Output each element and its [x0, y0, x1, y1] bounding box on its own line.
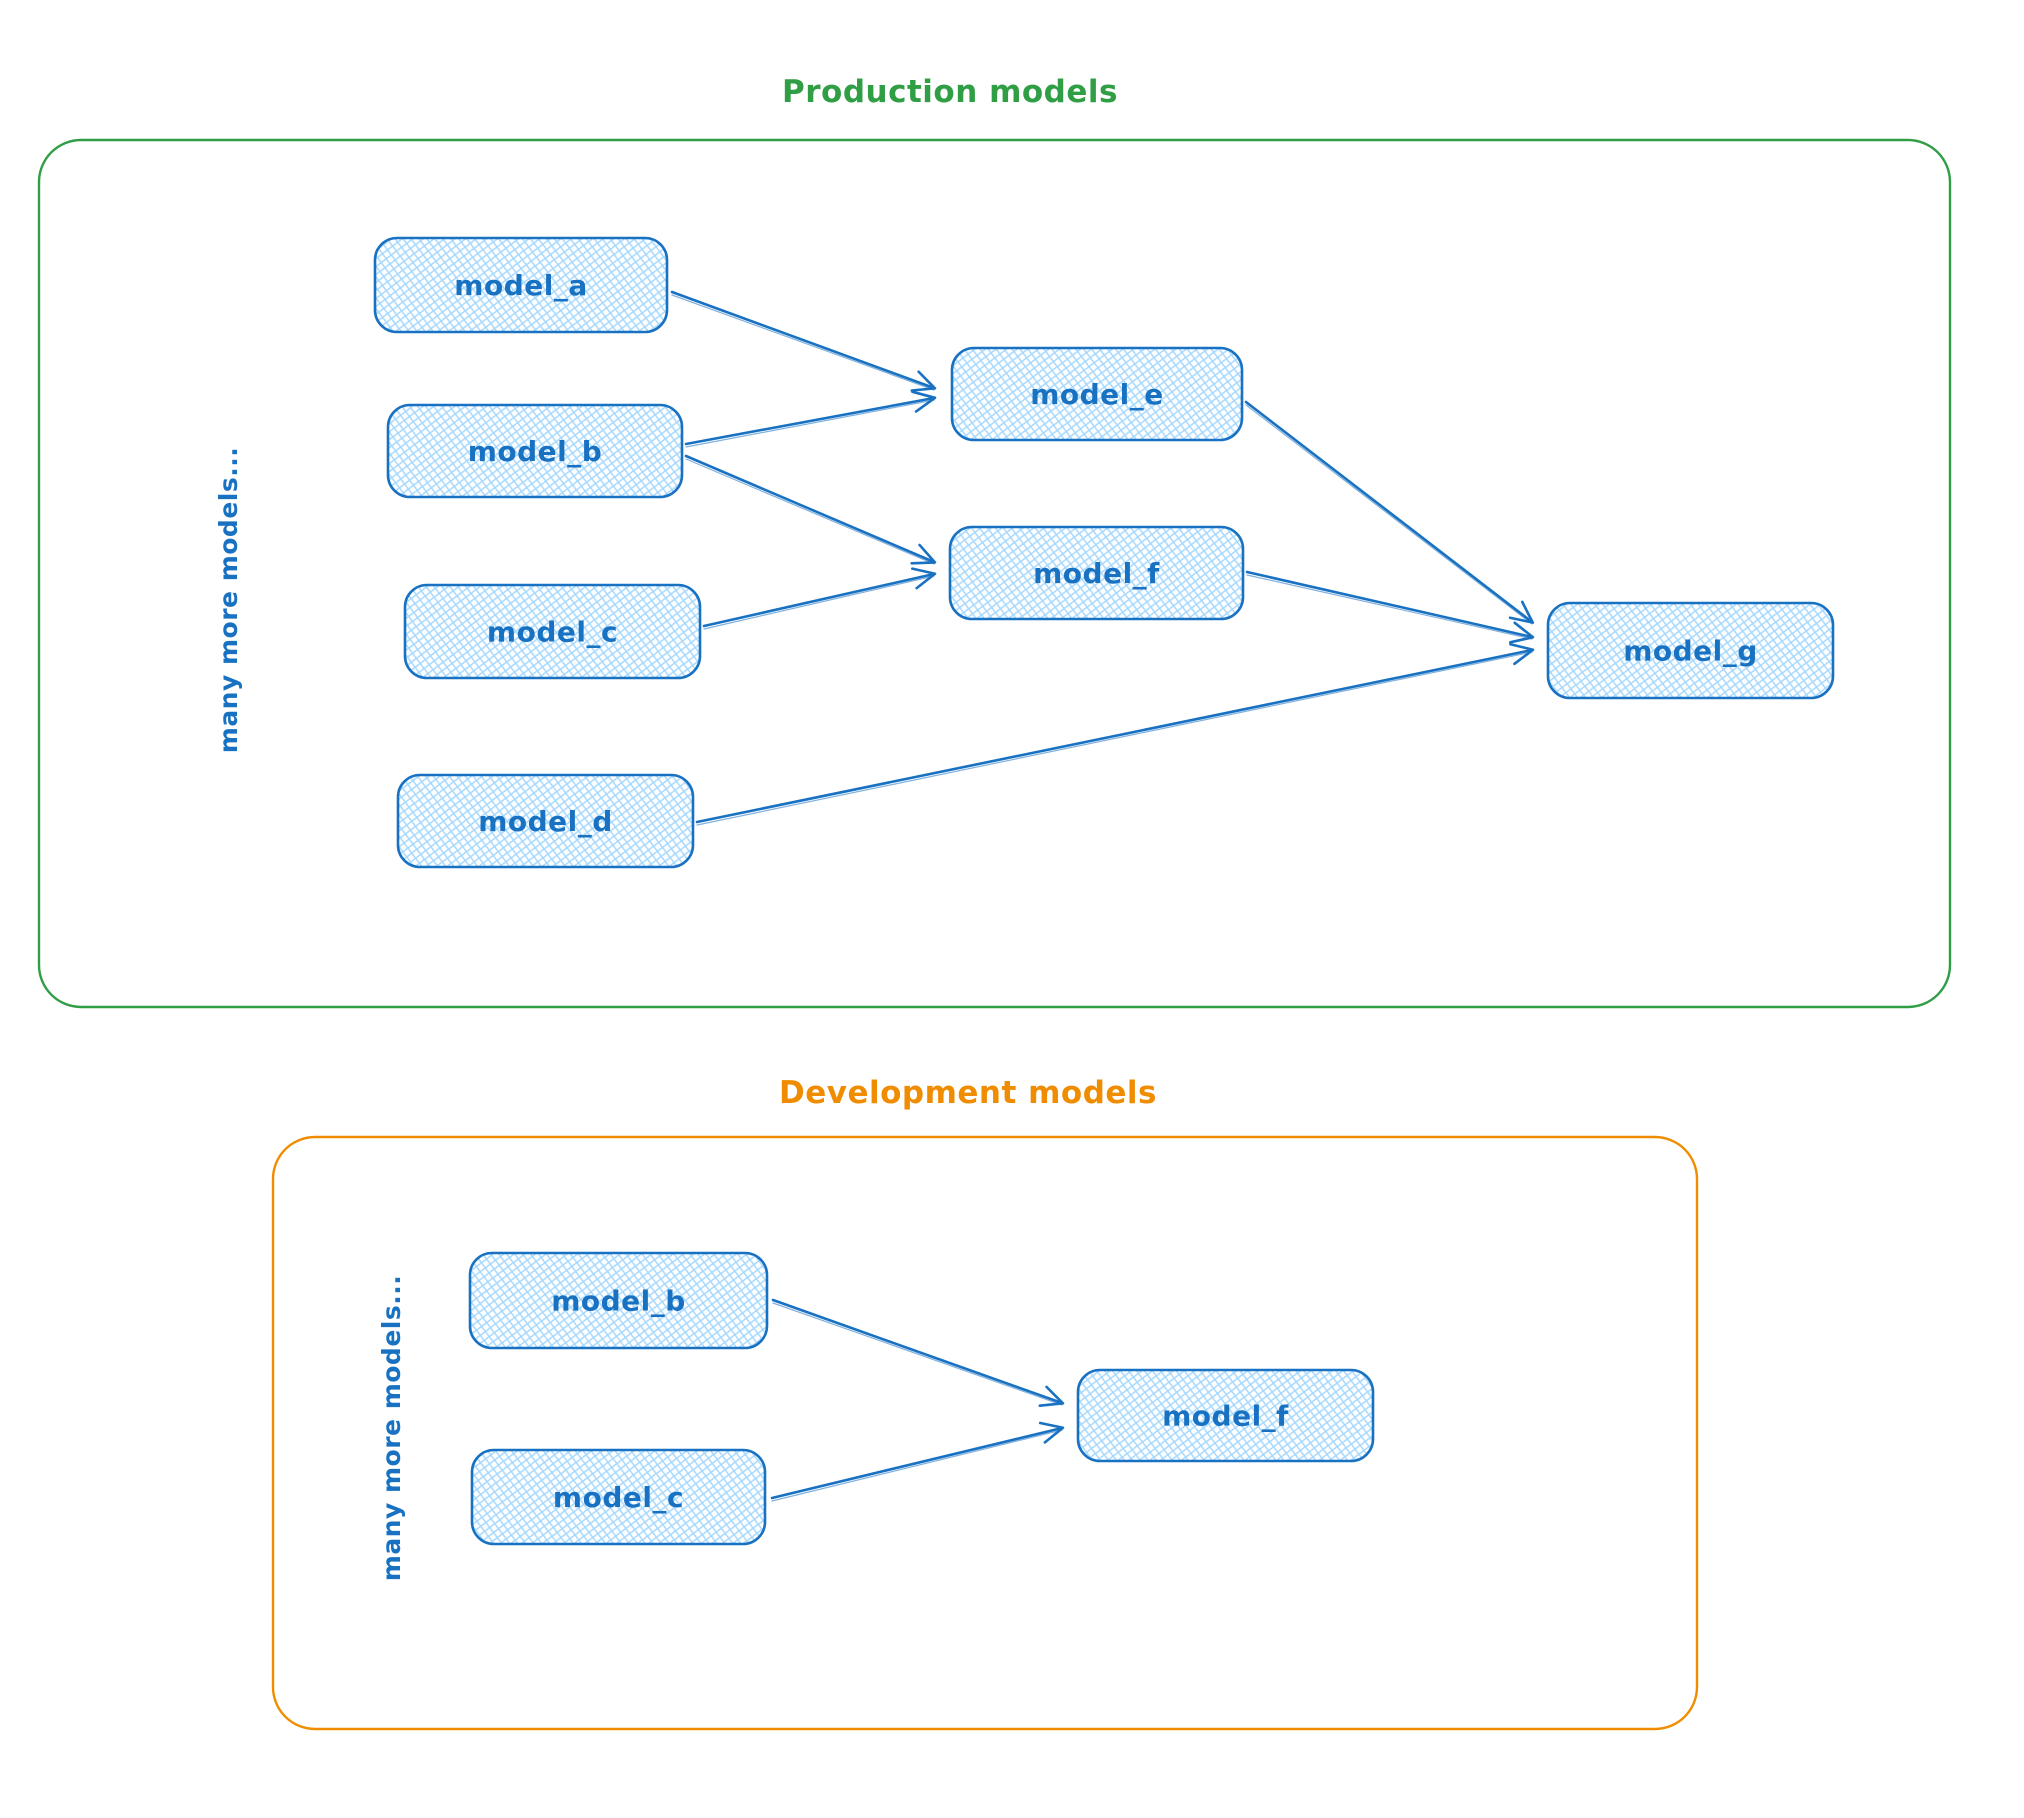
dev-model-f-box [1076, 1368, 1375, 1463]
development-edge-sketch-model_c-to-model_f [771, 1429, 1063, 1502]
dev-model-f-node: model_f [1076, 1368, 1375, 1463]
dev-model-f-label: model_f [1162, 1400, 1289, 1433]
production-title: Production models [782, 74, 1118, 110]
production-edge-sketch-model_b-to-model_e [685, 399, 935, 448]
prod-model-b-box [386, 403, 684, 499]
prod-model-e-label: model_e [1030, 378, 1164, 411]
dev-model-c-label: model_c [553, 1481, 684, 1514]
development-edge-model_c-to-model_f [770, 1421, 1065, 1500]
production-edge-model_b-to-model_f [684, 454, 937, 565]
production-edge-sketch-model_c-to-model_f [703, 575, 935, 630]
production-edge-model_f-to-model_g [1245, 570, 1535, 644]
production-edge-model_e-to-model_g [1244, 400, 1535, 624]
production-edge-sketch-model_a-to-model_e [671, 294, 935, 391]
production-side-label: many more models... [214, 447, 243, 753]
prod-model-c-box [403, 583, 702, 680]
prod-model-e-node: model_e [950, 346, 1244, 442]
section-production: Production models many more models... mode… [37, 74, 1952, 1009]
prod-model-f-box [948, 525, 1245, 621]
production-edge-sketch-model_b-to-model_f [685, 458, 935, 565]
production-edge-model_a-to-model_e [670, 290, 937, 392]
section-development: Development models many more models... mod… [271, 1075, 1699, 1731]
prod-model-f-label: model_f [1033, 557, 1160, 590]
prod-model-d-label: model_d [478, 805, 613, 838]
dev-model-b-box [468, 1251, 769, 1350]
prod-model-e-box [950, 346, 1244, 442]
development-side-label: many more models... [377, 1275, 406, 1581]
production-edge-model_d-to-model_g [695, 642, 1535, 824]
development-frame [271, 1135, 1699, 1731]
production-edge-sketch-model_d-to-model_g [696, 651, 1533, 826]
dev-model-b-label: model_b [551, 1285, 686, 1318]
prod-model-a-box [373, 236, 669, 334]
prod-model-b-label: model_b [468, 435, 603, 468]
development-edge-model_b-to-model_f [771, 1298, 1065, 1408]
prod-model-d-box [396, 773, 695, 869]
production-edge-model_c-to-model_f [702, 567, 937, 628]
production-edge-sketch-model_e-to-model_g [1245, 404, 1533, 625]
production-frame [37, 138, 1952, 1009]
dev-model-c-node: model_c [470, 1448, 767, 1546]
prod-model-g-label: model_g [1623, 635, 1758, 668]
dev-model-c-box [470, 1448, 767, 1546]
prod-model-g-node: model_g [1546, 601, 1835, 700]
prod-model-a-node: model_a [373, 236, 669, 334]
prod-model-b-node: model_b [386, 403, 684, 499]
prod-model-c-label: model_c [487, 616, 618, 649]
prod-model-g-box [1546, 601, 1835, 700]
production-edge-sketch-model_f-to-model_g [1246, 574, 1533, 640]
development-edge-sketch-model_b-to-model_f [772, 1302, 1063, 1406]
prod-model-d-node: model_d [396, 773, 695, 869]
prod-model-c-node: model_c [403, 583, 702, 680]
production-edge-model_b-to-model_e [684, 390, 937, 446]
prod-model-f-node: model_f [948, 525, 1245, 621]
prod-model-a-label: model_a [454, 269, 587, 302]
development-title: Development models [779, 1075, 1157, 1111]
dev-model-b-node: model_b [468, 1251, 769, 1350]
